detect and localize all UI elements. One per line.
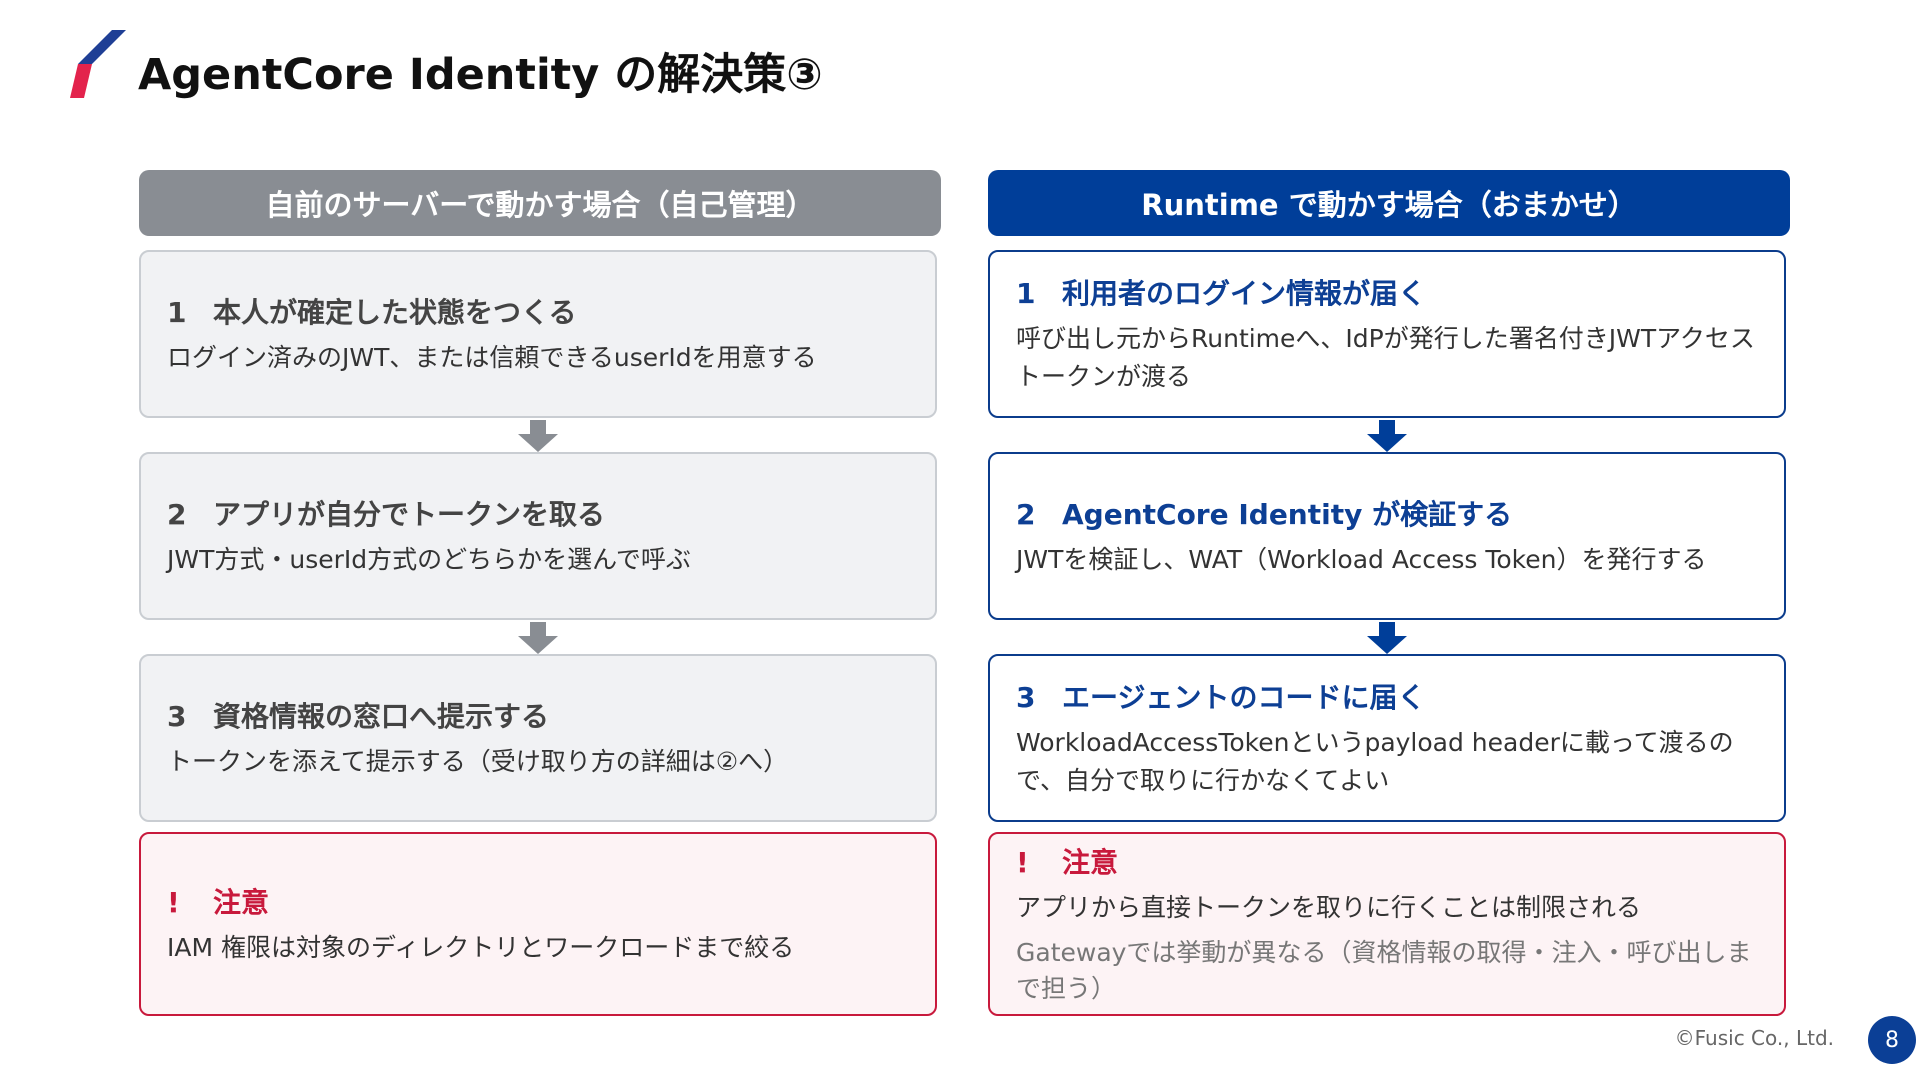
step-title: 1 本人が確定した状態をつくる (167, 291, 909, 331)
step-number: 2 (167, 498, 187, 531)
self-managed-step-3: 3 資格情報の窓口へ提示する トークンを添えて提示する（受け取り方の詳細は②へ） (139, 654, 937, 822)
slide-title: AgentCore Identity の解決策③ (138, 50, 823, 100)
runtime-column: Runtime で動かす場合（おまかせ） 1 利用者のログイン情報が届く 呼び出し… (988, 170, 1790, 1016)
brand-slash-logo (70, 30, 126, 98)
down-arrow-icon (1367, 420, 1407, 452)
step-title: 1 利用者のログイン情報が届く (1016, 272, 1758, 312)
copyright-footer: ©Fusic Co., Ltd. (1674, 1026, 1834, 1050)
self-managed-warning: ! 注意 IAM 権限は対象のディレクトリとワークロードまで絞る (139, 832, 937, 1016)
step-number: 2 (1016, 498, 1036, 531)
warning-heading: 注意 (213, 886, 270, 919)
step-description: トークンを添えて提示する（受け取り方の詳細は②へ） (167, 747, 789, 776)
step-description: 呼び出し元からRuntimeへ、IdPが発行した署名付きJWTアクセストークンが… (1016, 324, 1755, 391)
step-title: 3 エージェントのコードに届く (1016, 676, 1758, 716)
down-arrow-icon (1367, 622, 1407, 654)
step-description: JWTを検証し、WAT（Workload Access Token）を発行する (1016, 545, 1707, 574)
step-description: ログイン済みのJWT、または信頼できるuserIdを用意する (167, 343, 817, 372)
self-managed-header: 自前のサーバーで動かす場合（自己管理） (139, 170, 941, 236)
runtime-header: Runtime で動かす場合（おまかせ） (988, 170, 1790, 236)
warning-heading: 注意 (1062, 846, 1119, 879)
self-managed-step-1: 1 本人が確定した状態をつくる ログイン済みのJWT、または信頼できるuserId… (139, 250, 937, 418)
warning-mark: ! (1016, 846, 1029, 879)
step-number: 3 (167, 700, 187, 733)
step-number: 1 (1016, 277, 1036, 310)
self-managed-step-2: 2 アプリが自分でトークンを取る JWT方式・userId方式のどちらかを選んで呼… (139, 452, 937, 620)
warning-description: IAM 権限は対象のディレクトリとワークロードまで絞る (167, 933, 795, 962)
warning-title: ! 注意 (1016, 841, 1758, 881)
warning-mark: ! (167, 886, 180, 919)
step-number: 3 (1016, 681, 1036, 714)
warning-description: アプリから直接トークンを取りに行くことは制限される (1016, 893, 1642, 922)
step-description: WorkloadAccessTokenというpayload headerに載って… (1016, 728, 1734, 795)
step-heading: 利用者のログイン情報が届く (1062, 277, 1427, 310)
page-number-badge: 8 (1868, 1016, 1916, 1064)
step-heading: エージェントのコードに届く (1062, 681, 1426, 714)
down-arrow-icon (518, 622, 558, 654)
down-arrow-icon (518, 420, 558, 452)
warning-note: Gatewayでは挙動が異なる（資格情報の取得・注入・呼び出しまで担う） (1016, 938, 1752, 1003)
step-number: 1 (167, 296, 187, 329)
self-managed-column: 自前のサーバーで動かす場合（自己管理） 1 本人が確定した状態をつくる ログイン済… (139, 170, 941, 1016)
step-title: 2 アプリが自分でトークンを取る (167, 493, 909, 533)
runtime-step-3: 3 エージェントのコードに届く WorkloadAccessTokenというpay… (988, 654, 1786, 822)
step-heading: 資格情報の窓口へ提示する (213, 700, 550, 733)
runtime-step-1: 1 利用者のログイン情報が届く 呼び出し元からRuntimeへ、IdPが発行した署… (988, 250, 1786, 418)
step-heading: 本人が確定した状態をつくる (213, 296, 577, 329)
step-heading: AgentCore Identity が検証する (1062, 498, 1513, 531)
step-title: 3 資格情報の窓口へ提示する (167, 695, 909, 735)
step-description: JWT方式・userId方式のどちらかを選んで呼ぶ (167, 545, 691, 574)
runtime-warning: ! 注意 アプリから直接トークンを取りに行くことは制限される Gatewayでは挙… (988, 832, 1786, 1016)
step-title: 2 AgentCore Identity が検証する (1016, 493, 1758, 533)
warning-title: ! 注意 (167, 881, 909, 921)
step-heading: アプリが自分でトークンを取る (213, 498, 606, 531)
runtime-step-2: 2 AgentCore Identity が検証する JWTを検証し、WAT（Wo… (988, 452, 1786, 620)
